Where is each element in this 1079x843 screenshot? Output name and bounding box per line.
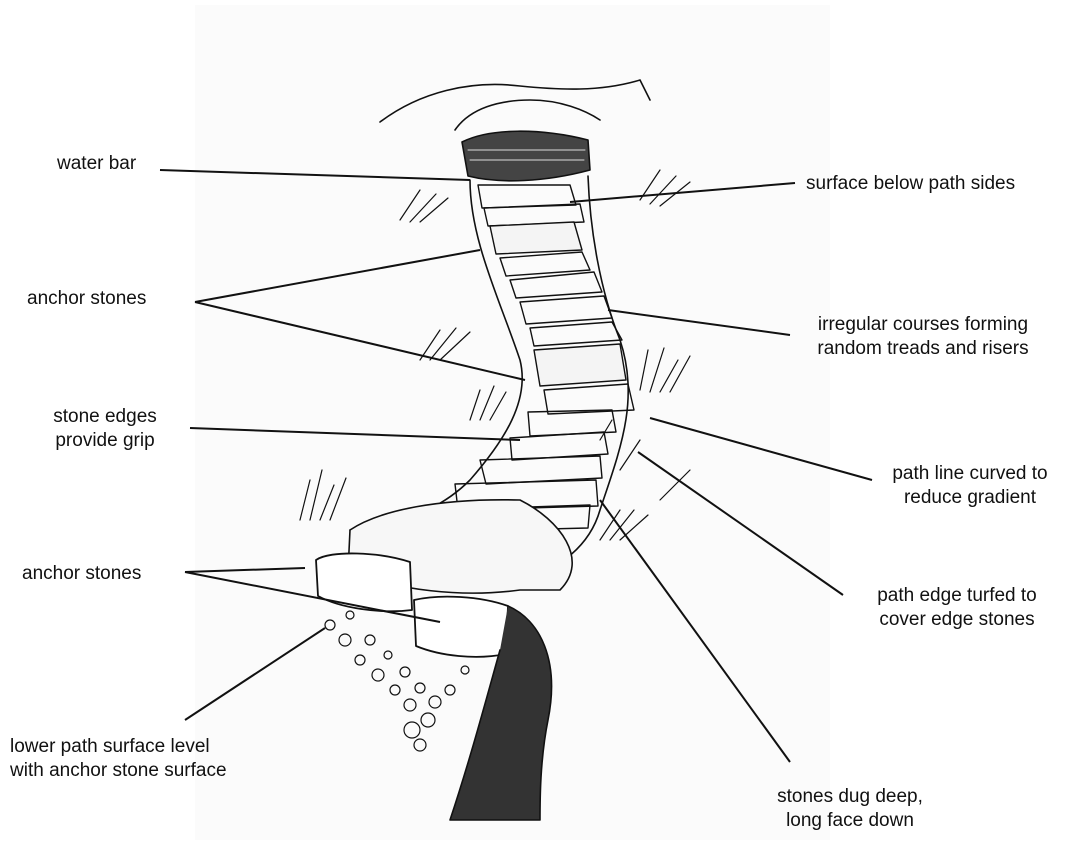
label-surface-below-path-sides: surface below path sides	[806, 172, 1015, 196]
label-stones-dug-deep-line2: long face down	[752, 809, 948, 833]
label-stone-edges-grip: stone edges provide grip	[40, 405, 170, 453]
label-stones-dug-deep: stones dug deep, long face down	[752, 785, 948, 833]
label-stone-edges-grip-line2: provide grip	[40, 429, 170, 453]
water-bar-stones	[462, 131, 590, 181]
label-water-bar: water bar	[57, 152, 136, 176]
label-anchor-stones-upper: anchor stones	[27, 287, 146, 311]
label-irregular-courses-line2: random treads and risers	[805, 337, 1041, 361]
label-path-edge-turfed-line1: path edge turfed to	[858, 584, 1056, 608]
label-anchor-stones-lower: anchor stones	[22, 562, 141, 586]
label-irregular-courses: irregular courses forming random treads …	[805, 313, 1041, 361]
label-stones-dug-deep-line1: stones dug deep,	[752, 785, 948, 809]
label-irregular-courses-line1: irregular courses forming	[805, 313, 1041, 337]
label-lower-path-surface-line1: lower path surface level	[10, 735, 227, 759]
label-path-line-curved: path line curved to reduce gradient	[880, 462, 1060, 510]
label-lower-path-surface: lower path surface level with anchor sto…	[10, 735, 227, 783]
label-lower-path-surface-line2: with anchor stone surface	[10, 759, 227, 783]
label-path-line-curved-line2: reduce gradient	[880, 486, 1060, 510]
label-stone-edges-grip-line1: stone edges	[40, 405, 170, 429]
label-path-line-curved-line1: path line curved to	[880, 462, 1060, 486]
label-path-edge-turfed: path edge turfed to cover edge stones	[858, 584, 1056, 632]
label-path-edge-turfed-line2: cover edge stones	[858, 608, 1056, 632]
